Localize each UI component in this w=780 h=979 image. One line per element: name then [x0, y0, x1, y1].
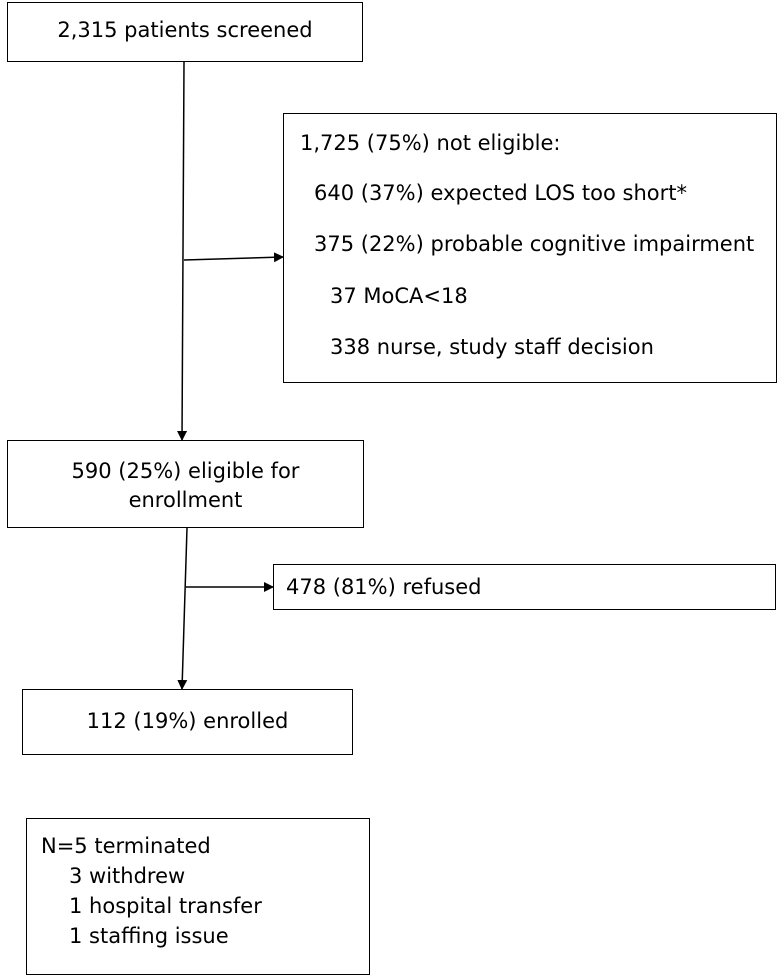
- terminated-box: N=5 terminated 3 withdrew 1 hospital tra…: [26, 818, 370, 975]
- refused-label: 478 (81%) refused: [286, 575, 482, 599]
- not-eligible-box: 1,725 (75%) not eligible: 640 (37%) expe…: [283, 113, 777, 383]
- arrow-screened-to-eligible: [177, 61, 188, 441]
- not-eligible-item: 375 (22%) probable cognitive impairment: [314, 232, 755, 256]
- not-eligible-header: 1,725 (75%) not eligible:: [300, 131, 561, 155]
- terminated-item: 1 staffing issue: [69, 924, 229, 948]
- terminated-item: 1 hospital transfer: [69, 894, 262, 918]
- enrolled-box: 112 (19%) enrolled: [22, 689, 353, 755]
- not-eligible-subitem: 338 nurse, study staff decision: [330, 335, 654, 359]
- not-eligible-subitem: 37 MoCA<18: [330, 284, 468, 308]
- eligible-label-line2: enrollment: [128, 488, 243, 512]
- eligible-label-line1: 590 (25%) eligible for: [71, 459, 300, 483]
- not-eligible-item: 640 (37%) expected LOS too short*: [314, 181, 687, 205]
- arrow-to-not-eligible: [183, 252, 284, 263]
- screened-box: 2,315 patients screened: [7, 2, 363, 62]
- refused-box: 478 (81%) refused: [273, 564, 776, 610]
- enrolled-label: 112 (19%) enrolled: [86, 709, 289, 733]
- terminated-item: 3 withdrew: [69, 864, 186, 888]
- terminated-header: N=5 terminated: [41, 834, 211, 858]
- arrow-eligible-to-enrolled: [177, 527, 188, 690]
- screened-label: 2,315 patients screened: [57, 18, 313, 42]
- eligible-box: 590 (25%) eligible for enrollment: [7, 440, 364, 528]
